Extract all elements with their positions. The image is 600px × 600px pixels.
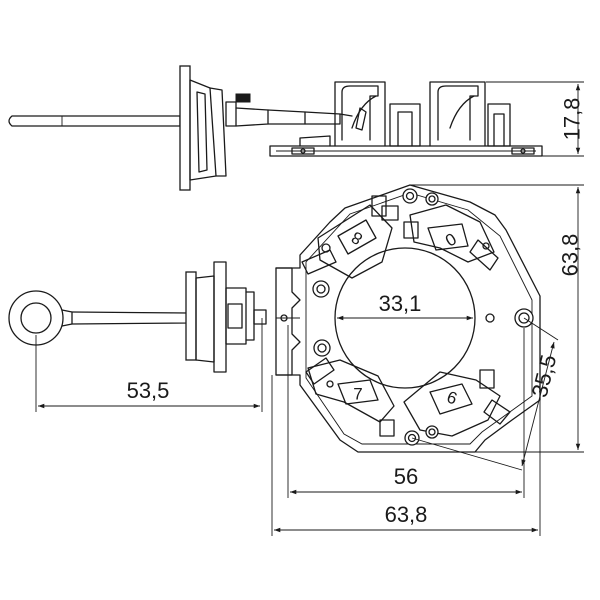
lead-wire-front xyxy=(71,311,189,325)
dimension-height-front: 63,8 xyxy=(410,184,584,453)
dim-label-53-5: 53,5 xyxy=(127,378,170,403)
brush-box-top-left xyxy=(317,204,393,279)
brush-box-bottom-right xyxy=(403,371,501,437)
dim-label-56: 56 xyxy=(394,464,418,489)
rivet-left-lower xyxy=(313,339,331,357)
small-hole-right xyxy=(485,313,495,323)
brush-label-bottom-right: 6 xyxy=(444,387,459,408)
dimension-inner-diameter: 33,1 xyxy=(337,291,473,321)
rivet-top-right xyxy=(425,192,439,206)
commutator-opening xyxy=(334,247,476,389)
rivet-bottom-right xyxy=(425,425,439,439)
dimension-diagonal: 35,5 xyxy=(411,317,561,471)
brush-holder-front: 8 0 7 6 xyxy=(275,184,541,453)
brush-box-top-right xyxy=(409,204,495,263)
grommet-flange-top xyxy=(179,65,191,191)
dim-label-63-8-vertical: 63,8 xyxy=(558,234,583,277)
brush-box-right xyxy=(429,81,486,147)
brush-label-bottom-left: 7 xyxy=(353,385,362,404)
dimension-lead-length: 53,5 xyxy=(35,318,263,412)
dimension-overall-width: 63,8 xyxy=(271,375,541,536)
grommet-flange-front xyxy=(185,271,197,361)
dim-label-17-8: 17,8 xyxy=(560,98,585,141)
dim-label-33-1: 33,1 xyxy=(379,291,422,316)
brush-box-bottom-left xyxy=(307,359,395,423)
lead-wire-top xyxy=(8,115,181,127)
connector-block xyxy=(235,93,251,103)
rivet-top xyxy=(402,188,418,204)
rivet-left-upper xyxy=(312,280,330,298)
dim-label-63-8-horizontal: 63,8 xyxy=(385,502,428,527)
dimension-height-side: 17,8 xyxy=(486,81,585,157)
side-view-holder xyxy=(269,81,543,157)
brush-box-left xyxy=(334,81,386,147)
lead-front-view xyxy=(8,261,267,373)
dimension-hole-spacing: 56 xyxy=(287,325,525,498)
base-plate-outline xyxy=(275,184,541,453)
ring-terminal-hole xyxy=(20,302,52,334)
side-view-lead xyxy=(8,65,341,191)
